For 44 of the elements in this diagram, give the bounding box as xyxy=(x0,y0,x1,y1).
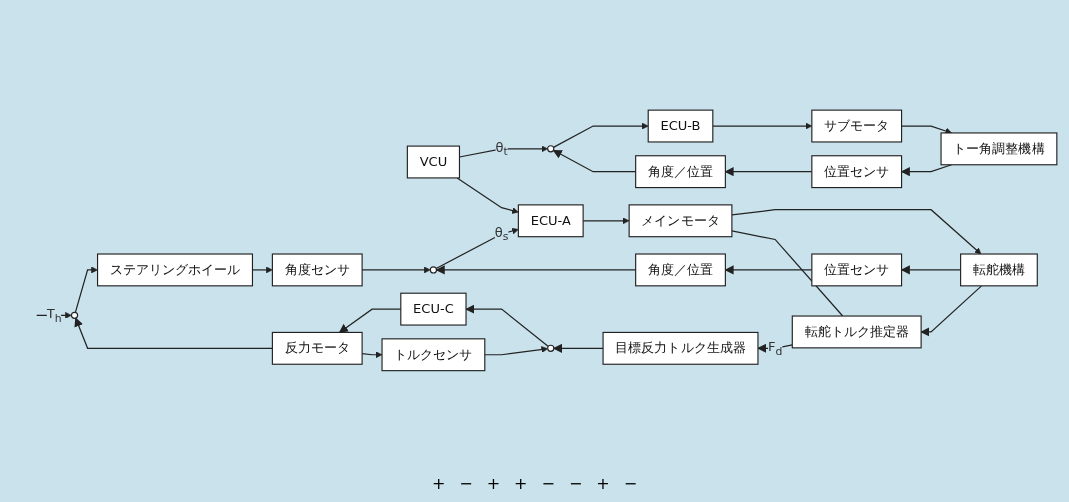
node-box: ECU-A xyxy=(517,203,584,237)
node-box: 転舵トルク推定器 xyxy=(791,315,922,348)
node-box: VCU xyxy=(406,145,461,179)
node-box: メインモータ xyxy=(628,203,733,237)
sign-label: − xyxy=(459,474,473,495)
node-circle xyxy=(70,311,79,319)
node-circle xyxy=(547,344,555,352)
sign-label: − xyxy=(541,474,555,495)
node-box: 転舵機構 xyxy=(960,253,1038,286)
edge-label: F$_{d}$ xyxy=(767,338,783,357)
arrow xyxy=(731,208,982,254)
node-box: ECU-B xyxy=(647,109,714,143)
sign-label: + xyxy=(514,474,528,495)
sign-label: + xyxy=(486,474,501,495)
node-box: トルクセンサ xyxy=(381,337,486,371)
node-box: サブモータ xyxy=(811,109,903,143)
arrow xyxy=(757,343,793,353)
node-box: 反力モータ xyxy=(271,331,363,365)
arrow xyxy=(435,227,519,269)
node-box: ステアリングホイール xyxy=(97,253,254,286)
arrow xyxy=(552,122,649,148)
arrow xyxy=(74,316,273,349)
sign-label: − xyxy=(568,474,583,495)
node-box: ECU-C xyxy=(400,292,467,326)
edge-label: T$_{h}$ xyxy=(46,305,62,324)
arrow xyxy=(74,266,98,313)
node-box: 角度センサ xyxy=(271,253,363,286)
node-box: 角度／位置 xyxy=(635,253,726,286)
edge-label: θ$_{s}$ xyxy=(494,224,509,243)
arrow xyxy=(484,345,548,355)
node-box: 角度／位置 xyxy=(635,154,726,188)
edge-label: θ$_{t}$ xyxy=(495,139,508,157)
sign-label: + xyxy=(596,474,610,495)
node-circle xyxy=(547,144,555,153)
arrow xyxy=(552,343,604,353)
node-box: トー角調整機構 xyxy=(940,131,1058,165)
node-box: 位置センサ xyxy=(811,154,903,188)
node-box: 位置センサ xyxy=(811,253,903,286)
arrow xyxy=(456,176,519,214)
sign-label: − xyxy=(623,474,638,495)
connector xyxy=(731,229,844,317)
node-box: 目標反力トルク生成器 xyxy=(602,331,759,365)
node-circle xyxy=(429,265,438,274)
sign-label: + xyxy=(431,474,446,495)
